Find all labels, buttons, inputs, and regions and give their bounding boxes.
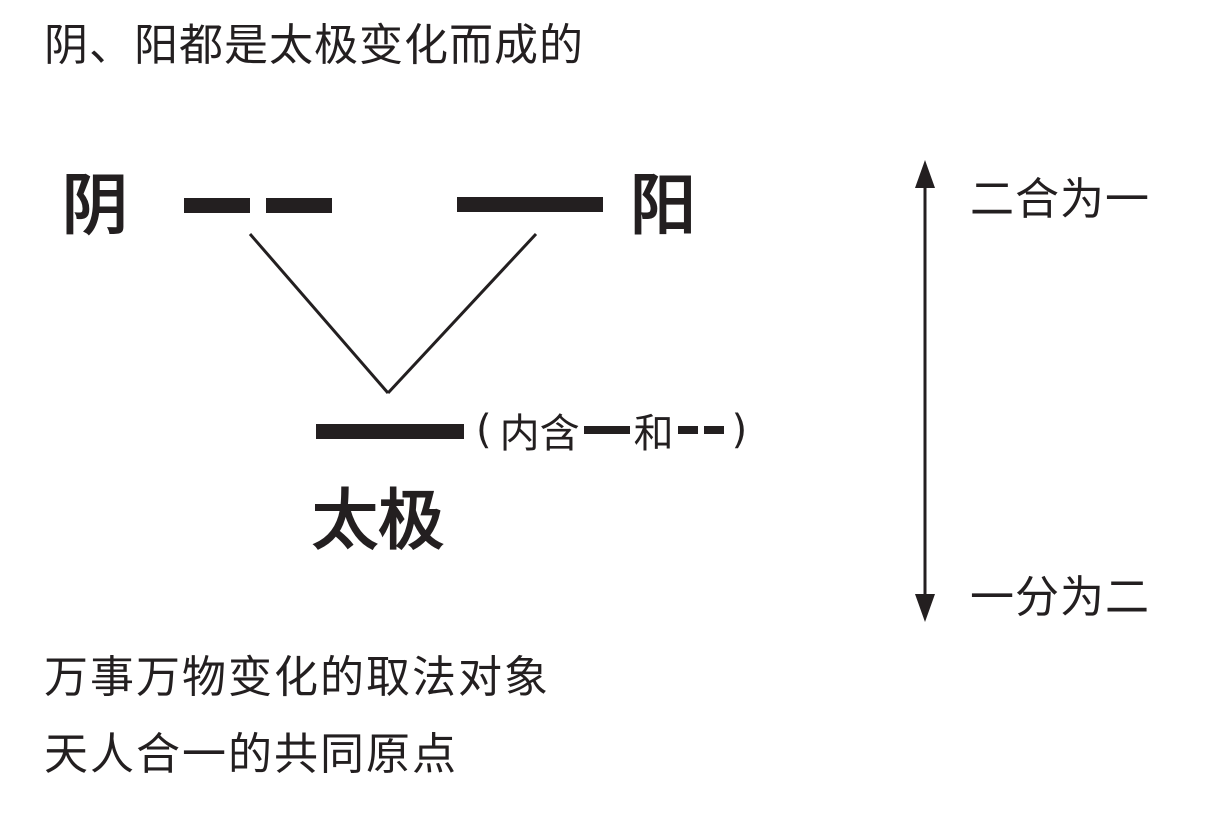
note-open-paren: ( [476, 407, 492, 453]
yin-line-segment-right [266, 198, 332, 213]
yang-label: 阳 [630, 166, 696, 244]
caption-line-1: 万事万物变化的取法对象 [44, 652, 550, 703]
caption-line-2: 天人合一的共同原点 [44, 729, 458, 780]
axis-bottom-label: 一分为二 [970, 572, 1150, 623]
arrow-up-head [915, 160, 935, 188]
yin-line-segment-left [184, 198, 250, 213]
diagram-title: 阴、阳都是太极变化而成的 [44, 20, 584, 71]
axis-top-label: 二合为一 [970, 174, 1150, 225]
taiji-label: 太极 [312, 481, 444, 559]
arrow-down-head [915, 594, 935, 622]
yang-line [457, 197, 603, 212]
connector-yin-to-taiji [248, 233, 390, 394]
note-prefix: 内含 [499, 411, 580, 457]
note-yin-line-symbol [677, 426, 724, 434]
note-middle: 和 [633, 411, 674, 457]
note-close-paren: ) [731, 407, 748, 453]
connector-yang-to-taiji [386, 232, 538, 395]
taiji-line [316, 424, 464, 439]
note-yang-line-symbol [583, 426, 630, 434]
taiji-note: ( 内含 和 ) [470, 407, 753, 457]
yin-label: 阴 [62, 166, 128, 244]
